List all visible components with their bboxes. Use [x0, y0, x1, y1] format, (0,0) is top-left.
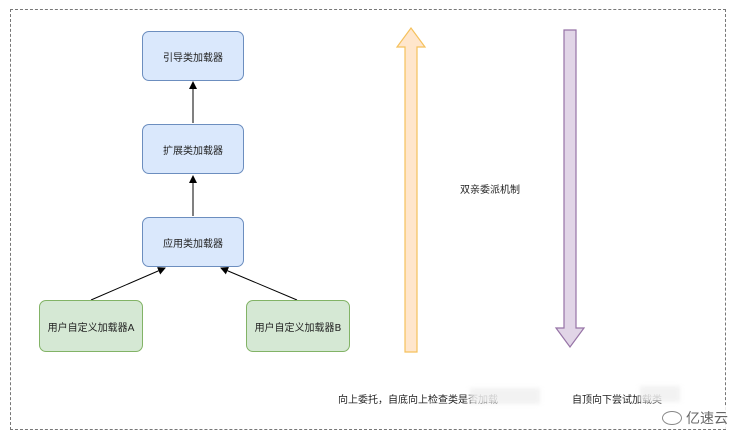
watermark-text: 亿速云	[686, 411, 728, 427]
dashed-frame	[10, 9, 726, 430]
parent-delegation-label: 双亲委派机制	[460, 185, 520, 196]
custom-classloader-a-box: 用户自定义加载器A	[39, 300, 143, 352]
custom-classloader-b-box: 用户自定义加载器B	[246, 300, 350, 352]
bootstrap-classloader-box: 引导类加载器	[142, 31, 244, 81]
extension-classloader-label: 扩展类加载器	[163, 145, 223, 157]
down-arrow-shape	[554, 29, 586, 349]
application-classloader-box: 应用类加载器	[142, 217, 244, 267]
watermark: 亿速云	[659, 407, 731, 429]
blur-overlay-left	[470, 388, 540, 404]
arrow-custom-b-to-application	[220, 267, 298, 301]
up-arrow-shape	[395, 26, 427, 353]
blur-overlay-right	[640, 386, 680, 402]
custom-classloader-b-label: 用户自定义加载器B	[254, 322, 342, 334]
extension-classloader-box: 扩展类加载器	[142, 124, 244, 174]
watermark-logo-icon	[662, 411, 682, 425]
custom-classloader-a-label: 用户自定义加载器A	[47, 322, 135, 334]
top-down-load-text: 自顶向下尝试加载类	[572, 395, 662, 406]
bootstrap-classloader-label: 引导类加载器	[163, 52, 223, 64]
arrow-custom-a-to-application	[90, 267, 166, 301]
bottom-up-check-text: 向上委托，自底向上检查类是否加载	[338, 395, 498, 406]
application-classloader-label: 应用类加载器	[163, 238, 223, 250]
